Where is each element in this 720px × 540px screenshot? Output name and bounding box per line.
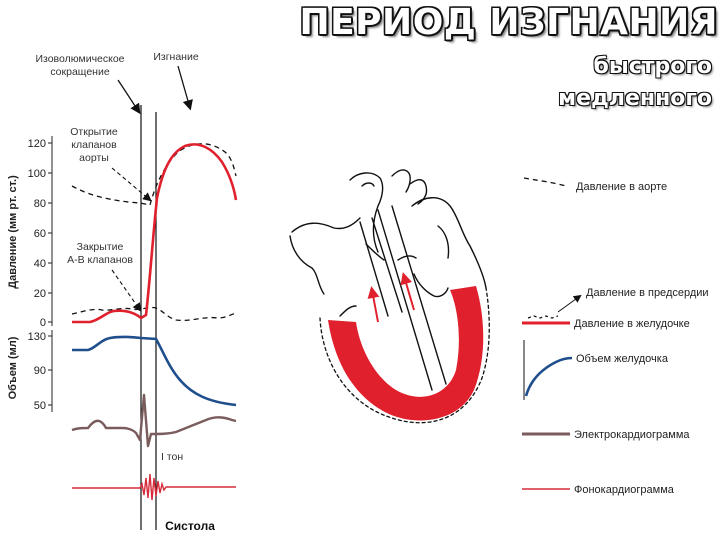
legend-pcg-label: Фонокардиограмма [574, 484, 675, 496]
isovolumic-arrow [117, 79, 141, 115]
legend-atrium-arrow [557, 294, 582, 313]
aortic-pressure-right-segment [523, 177, 567, 187]
subtitle-slow-ejection: медленного [558, 86, 712, 111]
isovolumic-label-line1: Изоволюмическое [35, 53, 124, 65]
legend-ventricle-label: Давление в желудочке [574, 318, 690, 330]
pressure-axis-label: Давление (мм рт. ст.) [7, 175, 19, 289]
legend-ecg-label: Электрокардиограмма [574, 429, 690, 441]
ventricular-pressure-curve [72, 143, 238, 324]
ecg-curve [71, 393, 237, 448]
legend: Давление в аорте Давление в предсердии Д… [522, 181, 709, 496]
volume-axis-label: Объем (мл) [7, 336, 19, 399]
aortic-valve-open-line3: аорты [79, 152, 109, 164]
isovolumic-label-line2: сокращение [50, 66, 110, 78]
legend-atrium-label: Давление в предсердии [586, 287, 709, 299]
pcg-curve [72, 473, 236, 501]
pressure-tick: 60 [34, 228, 46, 240]
atrial-pressure-curve [71, 306, 237, 322]
pressure-tick: 120 [28, 138, 46, 150]
volume-ticks: 130 90 50 [28, 331, 52, 412]
av-valve-close-arrow [111, 269, 142, 312]
pressure-tick: 80 [34, 198, 46, 210]
av-valve-close-line2: А-В клапанов [67, 254, 133, 266]
pressure-tick: 100 [28, 168, 46, 180]
heart-illustration [289, 169, 490, 424]
volume-tick: 130 [28, 331, 46, 343]
subtitle-fast-ejection: быстрого [593, 54, 712, 79]
pressure-tick: 0 [40, 317, 46, 329]
blood-flow-arrow-left [367, 286, 380, 323]
aortic-valve-open-line1: Открытие [70, 126, 118, 138]
pressure-tick: 20 [34, 288, 46, 300]
ventricular-volume-curve [72, 335, 237, 407]
volume-tick: 50 [34, 400, 46, 412]
blood-flow-arrow-right [400, 272, 415, 311]
aortic-valve-open-arrow [111, 167, 152, 202]
aortic-pressure-curve [71, 143, 237, 206]
av-valve-close-line1: Закрытие [77, 241, 124, 253]
volume-right-segment [524, 356, 573, 397]
volume-tick: 90 [34, 365, 46, 377]
first-tone-label: I тон [161, 451, 183, 463]
ejection-arrow [177, 65, 193, 111]
legend-volume-label: Объем желудочка [576, 353, 669, 365]
pressure-ticks: 120 100 80 60 40 20 0 [28, 138, 52, 329]
systole-label: Систола [165, 519, 215, 533]
legend-atrium-swatch [527, 315, 559, 319]
aortic-valve-open-line2: клапанов [71, 139, 117, 151]
ejection-label: Изгнание [153, 51, 198, 63]
pressure-tick: 40 [34, 258, 46, 270]
legend-aorta-label: Давление в аорте [576, 181, 667, 193]
page-title: ПЕРИОД ИЗГНАНИЯ [299, 2, 718, 43]
heart-ventricle-wall [328, 286, 484, 421]
